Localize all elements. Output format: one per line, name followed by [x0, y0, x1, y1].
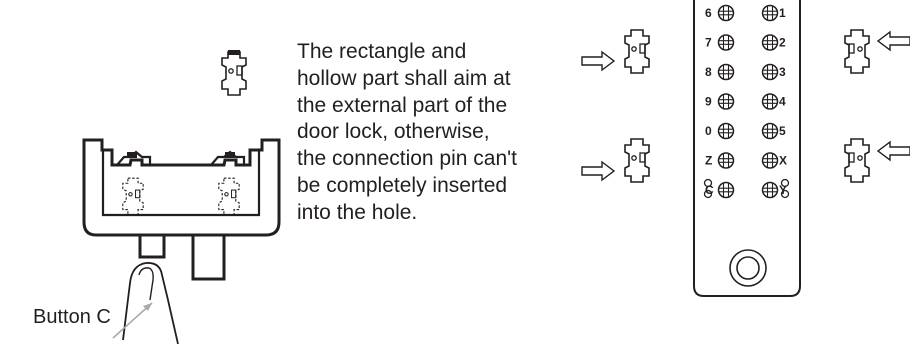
keypad-button-right [761, 152, 779, 169]
keypad-label-right: 2 [779, 36, 786, 50]
insert-arrow-mid-right [877, 141, 910, 161]
keypad-label-right: 5 [779, 124, 786, 138]
keypad-button-right [761, 122, 779, 140]
keypad-label-left: 0 [705, 124, 712, 138]
keypad-button-right [761, 63, 779, 81]
keypad-label-left: 7 [705, 36, 712, 50]
instruction-line: hollow part shall aim at [297, 66, 511, 90]
keypad-button-right [761, 181, 779, 199]
pin-top-right [844, 29, 870, 74]
keypad-label-left: C [705, 183, 714, 197]
button-c-label: Button C [33, 306, 111, 328]
instruction-line: into the hole. [297, 200, 418, 224]
keypad-button-left [717, 152, 735, 169]
keypad-button-left [717, 4, 735, 22]
instruction-line: be completely inserted [297, 173, 508, 197]
connector-housing [82, 138, 281, 281]
instruction-text: The rectangle and hollow part shall aim … [297, 39, 597, 227]
keypad-label-right: X [779, 154, 787, 168]
keypad-label-right: 4 [779, 95, 786, 109]
keypad-label-left: Z [705, 154, 712, 168]
instruction-line: door lock, otherwise, [297, 120, 490, 144]
pin-mid-right [844, 138, 870, 183]
keypad-button-left [717, 181, 735, 199]
inserted-pin-right [218, 177, 240, 216]
keypad-label-left: 9 [705, 95, 712, 109]
inserted-pin-left [122, 177, 144, 216]
instruction-line: the external part of the [297, 93, 508, 117]
keypad-panel [693, 0, 801, 297]
instruction-line: The rectangle and [297, 40, 467, 63]
keypad-button-left [717, 34, 735, 51]
button-c-leader-line [112, 302, 153, 339]
keypad-button-left [717, 93, 735, 110]
finger-illustration [122, 262, 179, 344]
keypad-label-left: 8 [705, 65, 712, 79]
keypad-label-right: 3 [779, 65, 786, 79]
keypad-label-right: Y [779, 183, 787, 197]
instruction-line: the connection pin can't [297, 147, 517, 171]
pin-top-left [624, 29, 650, 74]
keypad-label-left: 6 [705, 6, 712, 20]
keypad-label-right: 1 [779, 6, 786, 20]
keypad-button-right [761, 34, 779, 51]
keypad-button-right [761, 4, 779, 22]
keypad-button-right [761, 93, 779, 110]
keypad-button-left [717, 122, 735, 140]
insert-arrow-top-right [877, 31, 910, 51]
pin-mid-left [624, 138, 650, 183]
keypad-button-left [717, 63, 735, 81]
loose-connection-pin [221, 50, 247, 96]
